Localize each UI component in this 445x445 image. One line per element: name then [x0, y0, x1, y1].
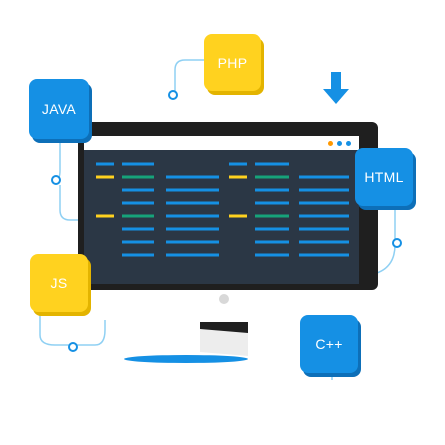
java-label: JAVA — [41, 101, 77, 117]
window-dot-orange — [328, 141, 333, 146]
php-tile: PHP — [204, 34, 261, 91]
php-label: PHP — [217, 54, 248, 71]
js-label: JS — [50, 275, 68, 291]
cpp-tile: C++ — [300, 315, 358, 373]
monitor-power-dot — [219, 294, 229, 304]
cpp-label: C++ — [315, 336, 343, 352]
code-lines — [96, 162, 349, 257]
html-tile: HTML — [355, 148, 413, 206]
window-dot-blue-2 — [346, 141, 351, 146]
code-screen — [84, 150, 359, 284]
window-dot-blue — [337, 141, 342, 146]
java-tile: JAVA — [29, 79, 89, 139]
html-label: HTML — [364, 169, 404, 185]
js-tile: JS — [30, 254, 88, 312]
browser-toolbar — [84, 136, 359, 150]
